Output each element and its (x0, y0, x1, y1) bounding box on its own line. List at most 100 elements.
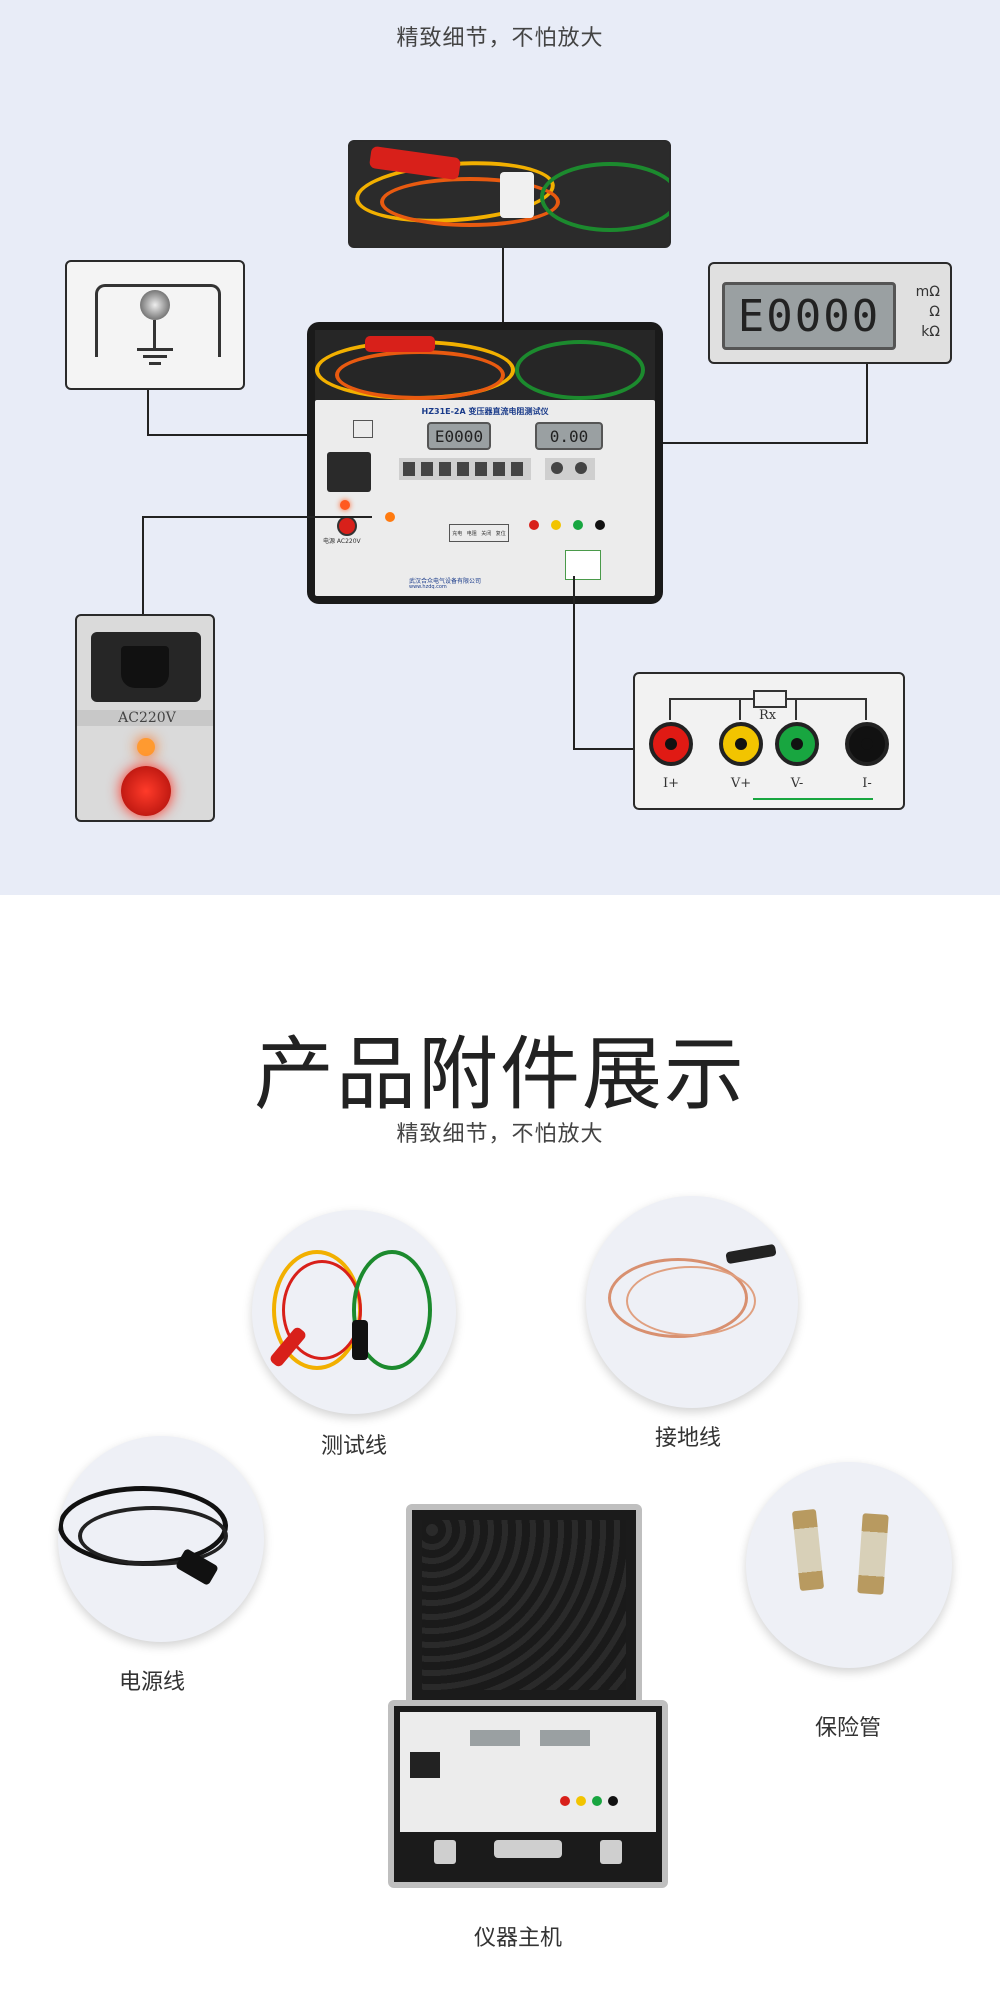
red-clip (365, 336, 435, 352)
connector-line (866, 364, 868, 444)
device-ground-terminal (353, 420, 373, 438)
green-cable (540, 162, 669, 232)
orange-cable (335, 350, 505, 400)
device-button[interactable] (575, 462, 587, 474)
device-button[interactable] (551, 462, 563, 474)
mini-lcd (470, 1730, 520, 1746)
connector-line (142, 516, 372, 518)
ground-bar2 (143, 355, 167, 358)
item-label: 保险管 (814, 1716, 881, 1741)
mini-jack (608, 1796, 618, 1806)
connector-line (573, 576, 575, 750)
item-label: 测试线 (320, 1434, 387, 1459)
resistor-icon (753, 690, 787, 708)
device-lid-cables (315, 330, 655, 400)
mini-jack (592, 1796, 602, 1806)
key-label: 充电 (452, 530, 463, 537)
power-voltage-label: AC220V (77, 710, 213, 726)
connector-line (622, 442, 868, 444)
case-latch (434, 1840, 456, 1864)
device-key-labels: 充电 电阻 关闭 复位 (449, 524, 509, 542)
foam-lining (422, 1520, 626, 1690)
rx-wire (795, 698, 797, 720)
unit-mohm: mΩ (915, 284, 940, 300)
jack-vplus-icon (719, 722, 763, 766)
connector-line (573, 748, 635, 750)
zoom-display-panel: E0000 mΩ Ω kΩ (708, 262, 952, 364)
power-socket-icon (91, 632, 201, 702)
device-button-row (399, 458, 531, 480)
accessories-title: 产品附件展示 (254, 1028, 746, 1121)
item-label: 电源线 (118, 1670, 185, 1695)
detail-subtitle: 精致细节，不怕放大 (396, 26, 604, 51)
item-label: 接地线 (654, 1426, 721, 1451)
device-button-row-right (545, 458, 595, 480)
key-label: 复位 (495, 530, 506, 537)
mini-socket (410, 1752, 440, 1778)
accessories-subtitle: 精致细节，不怕放大 (396, 1122, 604, 1147)
jack-label: V+ (730, 776, 752, 791)
black-cord (78, 1506, 228, 1566)
unit-ohm: Ω (929, 304, 940, 320)
connector-line (502, 248, 504, 336)
jack-label: I+ (662, 776, 680, 791)
ground-wire-image (586, 1196, 798, 1408)
ground-clip (725, 1243, 777, 1265)
connector-line (142, 516, 144, 616)
key-label: 电阻 (466, 530, 477, 537)
ground-stem (153, 320, 156, 348)
unit-kohm: kΩ (921, 324, 940, 340)
ground-frame (95, 284, 221, 357)
key-label: 关闭 (481, 530, 492, 537)
rx-wire (669, 698, 671, 720)
device-model-label: HZ31E-2A 变压器直流电阻测试仪 (421, 407, 549, 416)
cable-tie (500, 172, 534, 218)
case-faceplate (400, 1712, 656, 1832)
jack-iminus-icon (845, 722, 889, 766)
company-label: 武汉合众电气设备有限公司 (409, 578, 482, 585)
detail-section: 精致细节，不怕放大 E0000 mΩ Ω kΩ (0, 0, 1000, 895)
power-socket[interactable] (327, 452, 371, 492)
device-jack-iminus[interactable] (595, 520, 605, 530)
ground-bar3 (149, 362, 161, 365)
case-body (388, 1700, 668, 1888)
zoom-units: mΩ Ω kΩ (900, 282, 940, 342)
ground-bar1 (137, 348, 173, 351)
green-cable (352, 1250, 432, 1370)
qr-code (565, 550, 601, 580)
zoom-lcd-reading: E0000 (722, 282, 896, 350)
test-leads-image (252, 1210, 456, 1414)
mini-jack (560, 1796, 570, 1806)
green-underline (753, 798, 873, 800)
power-cord-image (58, 1436, 264, 1642)
copper-wire (626, 1266, 756, 1336)
device-jack-vminus[interactable] (573, 520, 583, 530)
power-switch[interactable] (337, 516, 357, 536)
mini-jack (576, 1796, 586, 1806)
black-clip (352, 1320, 368, 1360)
device-unit: HZ31E-2A 变压器直流电阻测试仪 E0000 0.00 电源 AC220V… (307, 322, 663, 604)
fuse-icon (857, 1513, 889, 1595)
power-label: 电源 AC220V (323, 538, 361, 545)
green-cable (515, 340, 645, 400)
device-jack-vplus[interactable] (551, 520, 561, 530)
rx-label: Rx (759, 708, 777, 723)
item-label: 仪器主机 (473, 1926, 562, 1951)
device-buttons[interactable] (403, 462, 527, 476)
device-lcd-left: E0000 (427, 422, 491, 450)
connector-line (147, 390, 149, 436)
fuse-image (746, 1462, 952, 1668)
jack-label: I- (862, 776, 872, 791)
connector-line (147, 434, 359, 436)
power-led-icon (137, 738, 155, 756)
device-jack-iplus[interactable] (529, 520, 539, 530)
device-faceplate: HZ31E-2A 变压器直流电阻测试仪 E0000 0.00 电源 AC220V… (315, 400, 655, 596)
device-indicator (385, 512, 395, 522)
case-lid (406, 1504, 642, 1706)
ground-screw-icon (140, 290, 170, 320)
power-indicator (340, 500, 350, 510)
zoom-power-panel: AC220V (75, 614, 215, 822)
zoom-terminals-panel: Rx I+ V+ V- I- (633, 672, 905, 810)
device-lcd-right: 0.00 (535, 422, 603, 450)
case-handle (494, 1840, 562, 1858)
